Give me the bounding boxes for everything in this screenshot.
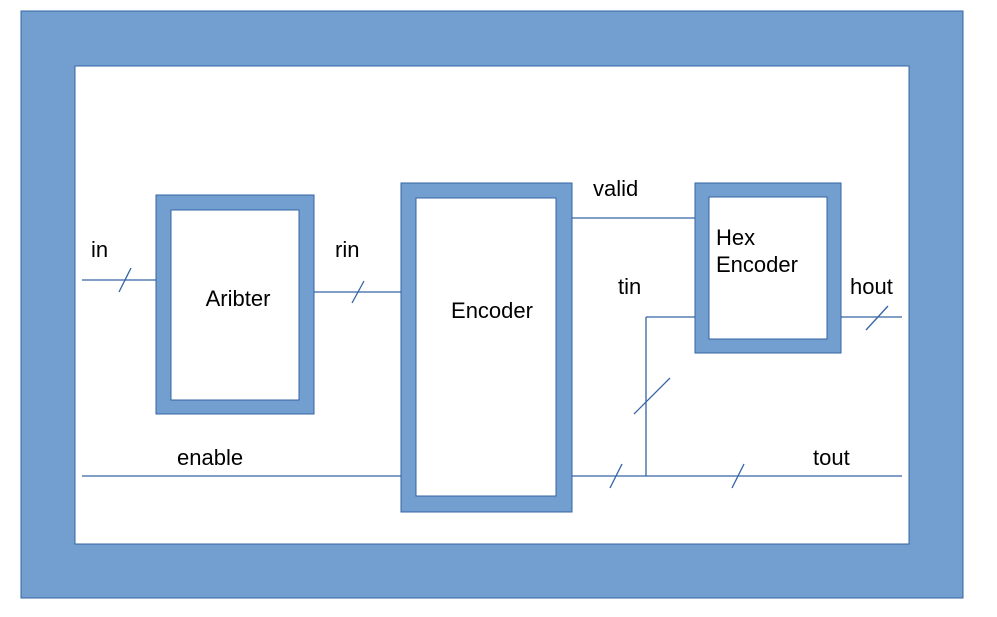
- arbiter-block: Aribter: [155, 194, 315, 415]
- encoder-block: Encoder: [400, 182, 573, 513]
- hout-label: hout: [850, 274, 893, 299]
- hout-bus-mark: [865, 305, 889, 331]
- hex-encoder-label-line1: Hex: [716, 225, 755, 250]
- tin-bus-mark: [633, 377, 671, 415]
- tin-label: tin: [618, 274, 641, 299]
- tout-label: tout: [813, 445, 850, 470]
- rin-label: rin: [335, 237, 359, 262]
- in-label: in: [91, 237, 108, 262]
- encoder-label: Encoder: [451, 298, 533, 323]
- enable-label: enable: [177, 445, 243, 470]
- rin-bus-mark: [351, 280, 365, 304]
- encoder-out-bus-mark: [609, 463, 623, 489]
- tout-bus-mark: [731, 463, 745, 489]
- in-bus-mark: [118, 267, 132, 293]
- arbiter-label: Aribter: [206, 286, 271, 311]
- hex-encoder-block: Hex Encoder: [694, 182, 842, 354]
- hex-encoder-label-line2: Encoder: [716, 252, 798, 277]
- valid-label: valid: [593, 176, 638, 201]
